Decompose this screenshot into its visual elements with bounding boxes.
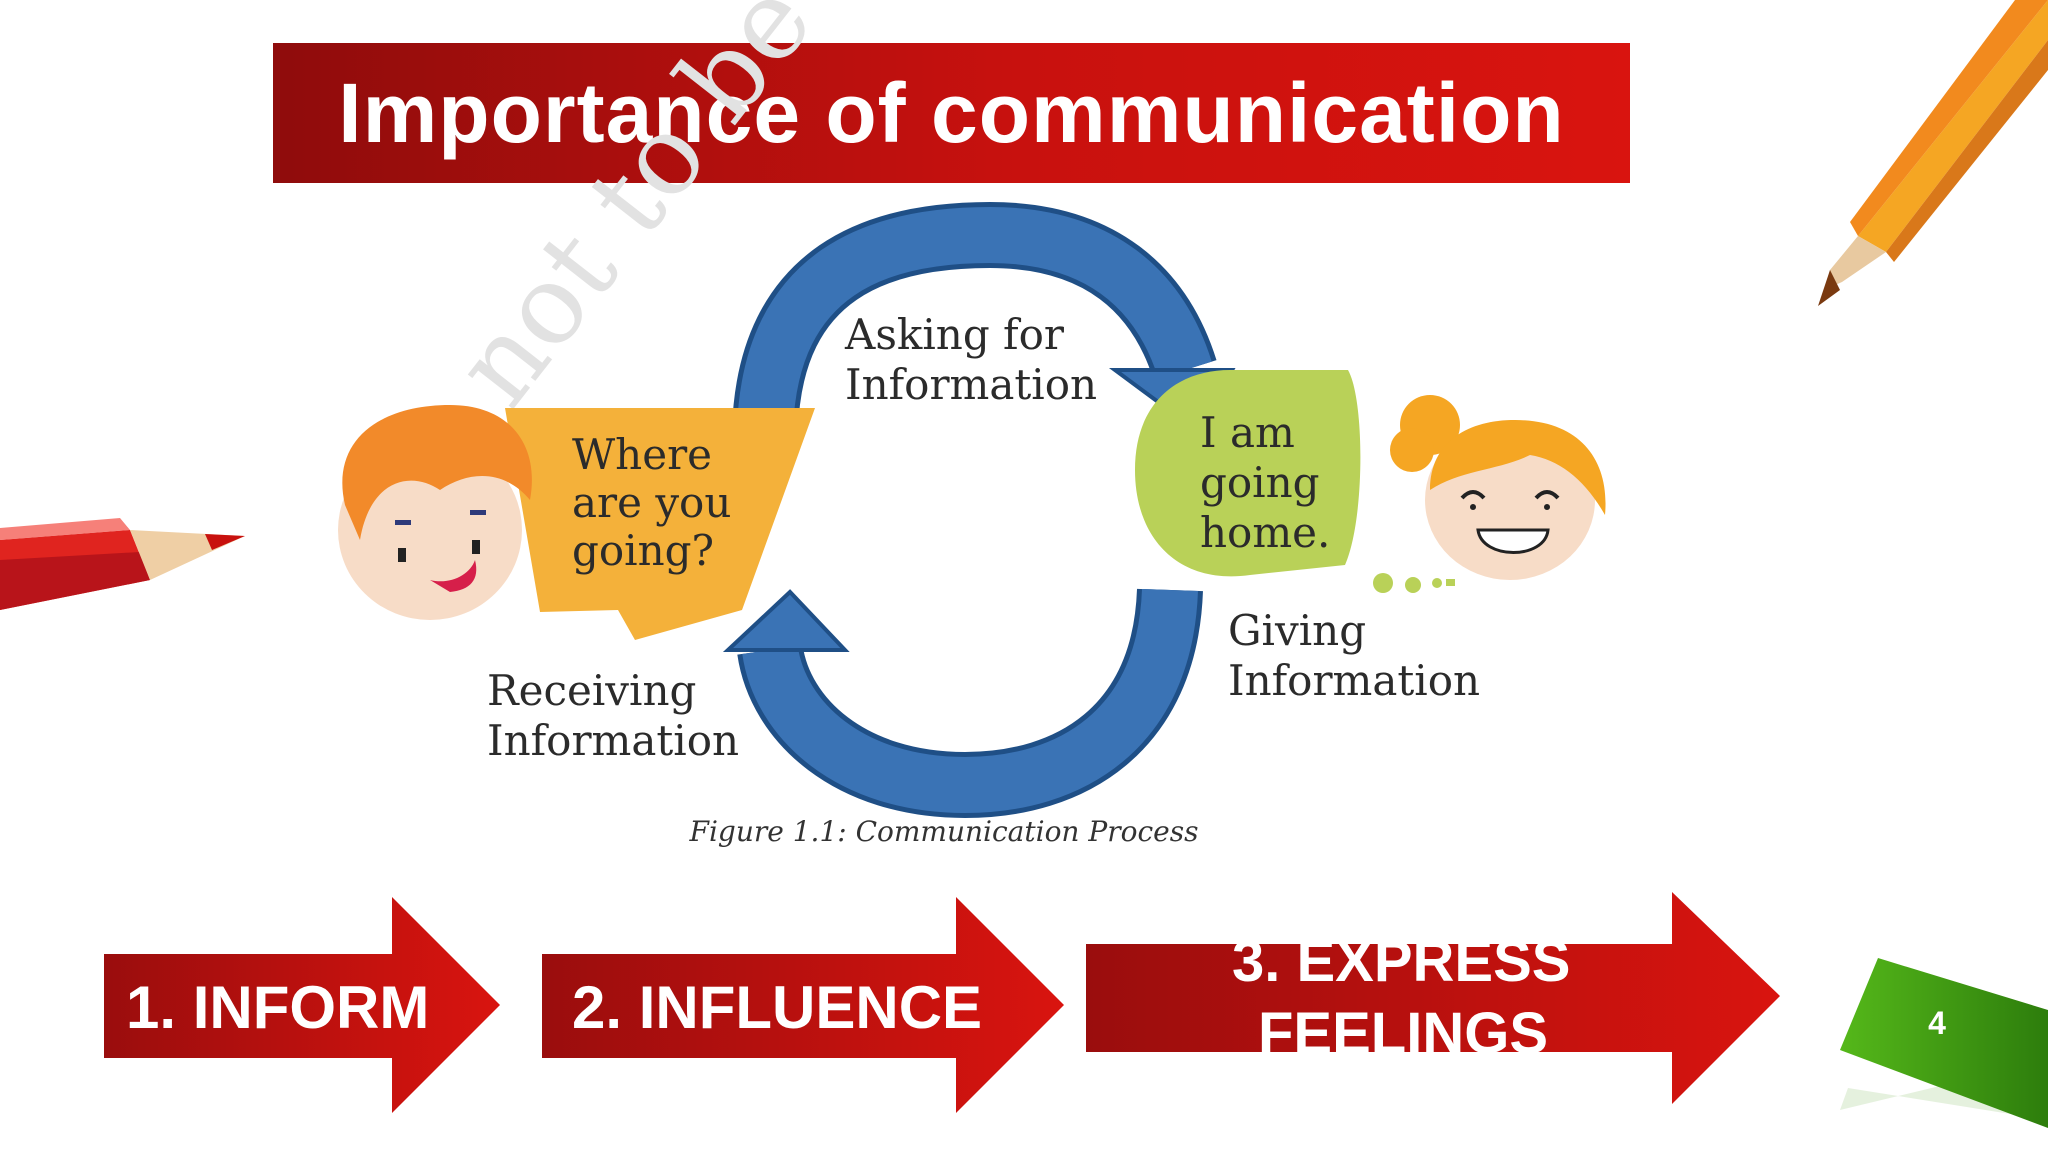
step-arrow-influence: 2. INFLUENCE bbox=[542, 897, 1064, 1113]
step-label-influence: 2. INFLUENCE bbox=[572, 974, 983, 1041]
step-label-inform: 1. INFORM bbox=[126, 974, 430, 1041]
figure-caption: Figure 1.1: Communication Process bbox=[689, 815, 1199, 848]
step-label-feelings: FEELINGS bbox=[1258, 1001, 1549, 1052]
question-text-line-1: Where bbox=[572, 430, 713, 479]
orange-pencil-icon bbox=[1818, 0, 2048, 306]
girl-face bbox=[1390, 395, 1606, 580]
question-text-line-2: are you bbox=[572, 478, 732, 527]
step-arrow-inform: 1. INFORM bbox=[104, 897, 500, 1113]
page-title: Importance of communication bbox=[338, 65, 1565, 160]
page-number-tab bbox=[1840, 958, 2048, 1128]
answer-text-line-1: I am bbox=[1200, 408, 1295, 457]
answer-text-line-3: home. bbox=[1200, 508, 1331, 557]
answer-bubble bbox=[1135, 370, 1361, 577]
question-text-line-3: going? bbox=[572, 526, 715, 575]
receiving-label-line-2: Information bbox=[487, 716, 740, 765]
answer-text-line-2: going bbox=[1200, 458, 1320, 507]
arrow-head-left bbox=[722, 589, 850, 652]
giving-label-line-1: Giving bbox=[1228, 606, 1367, 655]
red-pencil-icon bbox=[0, 518, 245, 610]
question-bubble bbox=[505, 408, 815, 640]
title-banner: Importance of communication bbox=[273, 43, 1630, 183]
asking-label-line-2: Information bbox=[845, 360, 1098, 409]
step-arrow-express-feelings: 3. EXPRESS FEELINGS bbox=[1086, 892, 1780, 1108]
step-label-clip: 3. EXPRESS FEELINGS bbox=[1086, 944, 1672, 1052]
asking-label-line-1: Asking for bbox=[845, 310, 1064, 359]
page-number: 4 bbox=[1928, 1005, 1946, 1041]
boy-face bbox=[338, 405, 532, 620]
receiving-label-line-1: Receiving bbox=[487, 666, 697, 715]
step-label-express: 3. EXPRESS bbox=[1232, 944, 1571, 994]
giving-label-line-2: Information bbox=[1228, 656, 1481, 705]
